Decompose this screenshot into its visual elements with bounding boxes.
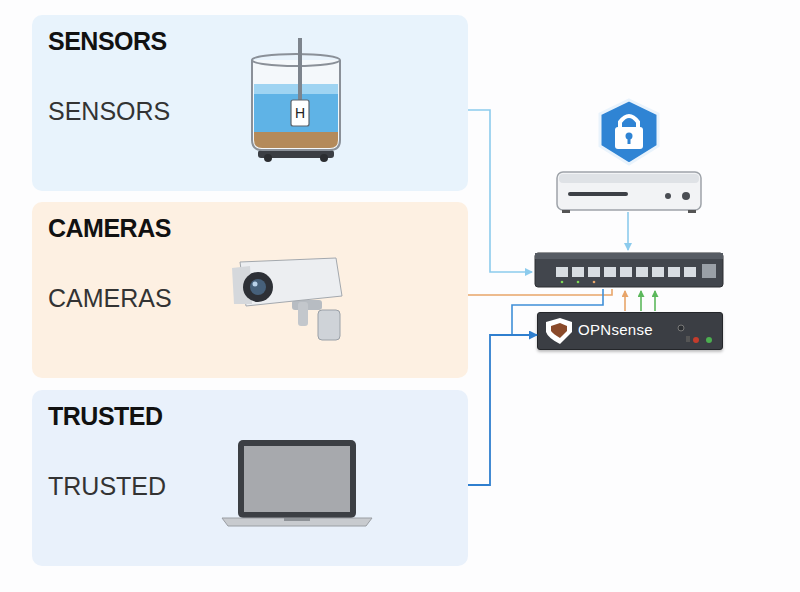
firewall-ornaments-part [678,325,684,331]
network-switch-part [556,267,568,277]
firewall-ornaments [546,318,712,344]
tank-illustration-part [291,100,309,126]
laptop-illustration [222,440,372,526]
trunk-wires-part [654,291,656,311]
router-device-part [559,174,699,183]
camera-illustration-part [243,272,273,302]
lock-shield-icon-part [615,127,643,149]
trunk-wires-part [640,291,642,311]
tank-illustration-part [254,92,338,138]
laptop-illustration-part [284,518,310,521]
network-switch-part [588,267,600,277]
router-device-part [557,172,701,210]
camera-illustration-part [292,300,322,310]
device-name: OPNsense [578,321,653,338]
network-switch-part [577,281,580,284]
lock-shield-icon-part [600,100,658,164]
zone-heading: SENSORS [48,27,167,56]
router-wire [628,212,629,250]
firewall-ornaments-part [551,323,567,338]
network-switch-part [620,267,632,277]
network-switch-part [668,267,680,277]
camera-illustration-part [250,279,266,295]
network-switch-part [535,253,723,259]
network-switch-part [535,253,723,287]
network-switch-part [593,281,596,284]
camera-illustration-part [298,302,308,326]
tank-illustration-part [254,84,338,94]
laptop-illustration-part [222,518,372,526]
lock-shield-icon-part [620,116,638,128]
tank-illustration-part [252,54,340,66]
lock-shield-icon-part [626,133,633,140]
tank-illustration-part [320,154,328,162]
trunk-wires [625,291,655,311]
camera-illustration-part [232,266,252,304]
router-device-part [665,193,671,199]
network-switch-part [636,267,648,277]
network-link [468,335,537,485]
probe-letter: H [291,100,309,126]
zone-name: SENSORS [48,97,170,126]
trunk-wires-part [624,291,626,311]
network-switch-part [684,267,696,277]
tank-illustration [252,38,340,162]
router-device-part [688,210,696,213]
zone-name: TRUSTED [48,472,166,501]
firewall-box: OPNsense [537,312,723,350]
zone-name: CAMERAS [48,284,172,313]
router-device-part [568,192,628,196]
network-switch-part [572,267,584,277]
zone-band: SENSORS SENSORS [32,15,468,191]
tank-illustration-part [252,60,340,150]
laptop-illustration-part [244,446,350,512]
router-device [557,172,701,213]
firewall-ornaments-part [546,318,572,344]
network-switch-part [652,267,664,277]
network-switch-part [604,267,616,277]
router-device-part [562,210,570,213]
tank-illustration-part [254,132,338,148]
firewall-ornaments-part [706,337,712,343]
router-wire-part [627,212,629,250]
camera-illustration-part [318,310,340,340]
zone-heading: TRUSTED [48,402,163,431]
lock-shield-icon [600,100,658,164]
firewall-ornaments-part [686,336,690,342]
zone-heading: CAMERAS [48,214,171,243]
camera-illustration-part [253,282,258,287]
camera-illustration [232,258,342,340]
tank-illustration-part [258,150,334,158]
laptop-illustration-part [238,440,356,518]
network-switch [535,253,723,287]
tank-illustration-part [264,154,272,162]
camera-illustration-part [240,258,342,306]
zone-band: CAMERAS CAMERAS [32,202,468,378]
lock-shield-icon-part [628,137,631,144]
network-switch-part [561,281,564,284]
firewall-ornaments-part [693,337,699,343]
network-switch-part [702,264,716,278]
zone-band: TRUSTED TRUSTED [32,390,468,566]
router-device-part [682,192,690,200]
tank-illustration-part [298,38,302,104]
